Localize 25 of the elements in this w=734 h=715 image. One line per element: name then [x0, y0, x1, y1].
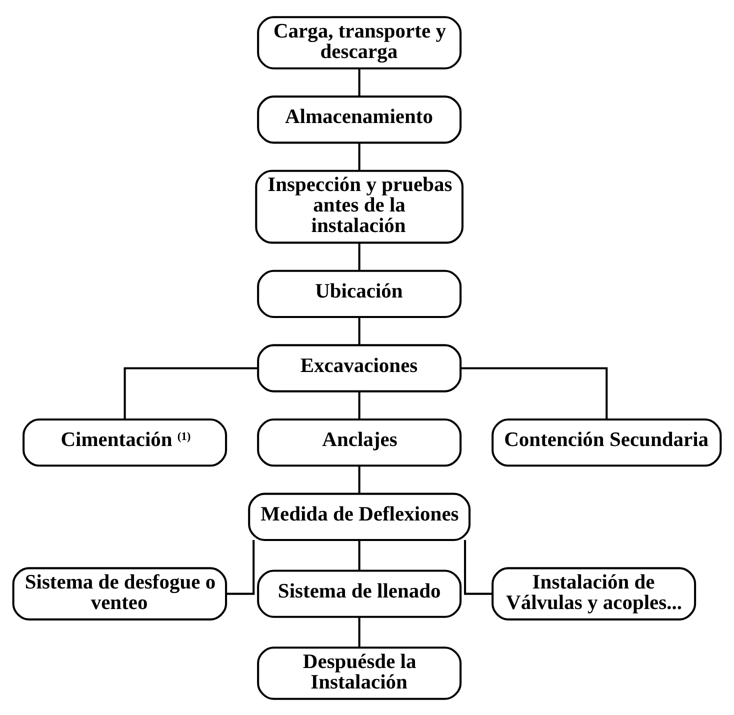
- connector: [358, 465, 360, 494]
- node-box: Sistema de desfogue o venteo: [12, 566, 228, 620]
- connector: [358, 242, 360, 270]
- node-box: Cimentación $^{(1)}$: [22, 418, 228, 466]
- node-box: Carga, transporte y descarga: [257, 16, 462, 69]
- connector: [464, 539, 492, 594]
- node-box: Sistema de llenado: [257, 569, 462, 618]
- connector: [358, 316, 360, 344]
- connector: [226, 539, 255, 594]
- node-box: Ubicación: [257, 269, 462, 318]
- connector: [460, 366, 608, 419]
- node-box: Almacenamiento: [257, 95, 462, 144]
- node-box: Excavaciones: [257, 344, 462, 392]
- node-box: Inspección y pruebas antes de la instalación: [255, 169, 464, 244]
- connector: [124, 366, 258, 419]
- connector: [358, 390, 360, 419]
- connector: [358, 539, 360, 570]
- node-box: Medida de Deflexiones: [248, 492, 471, 540]
- connector: [358, 68, 360, 96]
- node-box: Despuésde la Instalación: [257, 646, 462, 700]
- connector: [358, 142, 360, 170]
- connector: [358, 616, 360, 647]
- node-box: Anclajes: [257, 418, 462, 466]
- node-box: Contención Secundaria: [492, 418, 722, 466]
- node-box: Instalación de Válvulas y acoples...: [492, 566, 696, 620]
